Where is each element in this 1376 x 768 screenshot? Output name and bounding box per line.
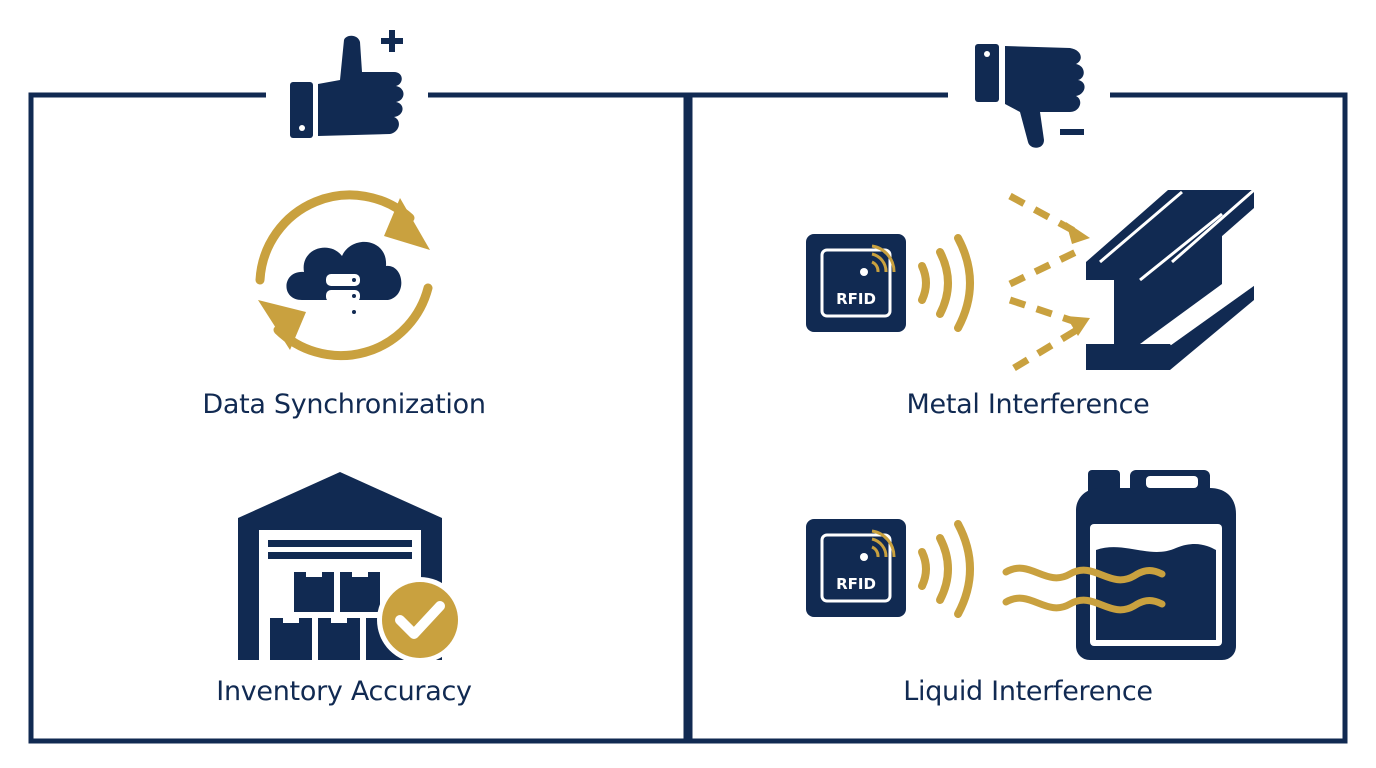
cons-item-label-liquid: Liquid Interference <box>903 676 1153 707</box>
pros-item-label-data-sync: Data Synchronization <box>202 389 486 420</box>
rfid-tag-text-metal: RFID <box>836 290 876 308</box>
cloud-database-sync-icon <box>255 190 433 361</box>
rfid-liquid-container-icon <box>806 470 1236 660</box>
cons-item-label-metal: Metal Interference <box>906 389 1150 420</box>
thumbs-up-plus-icon <box>290 30 404 138</box>
pros-panel-frame <box>28 92 689 744</box>
pros-item-label-inventory: Inventory Accuracy <box>216 676 472 707</box>
thumbs-down-minus-icon <box>975 44 1085 148</box>
rfid-tag-text-liquid: RFID <box>836 575 876 593</box>
warehouse-check-icon <box>238 472 463 663</box>
cons-panel-frame <box>687 92 1348 744</box>
rfid-metal-beam-icon <box>806 188 1255 371</box>
